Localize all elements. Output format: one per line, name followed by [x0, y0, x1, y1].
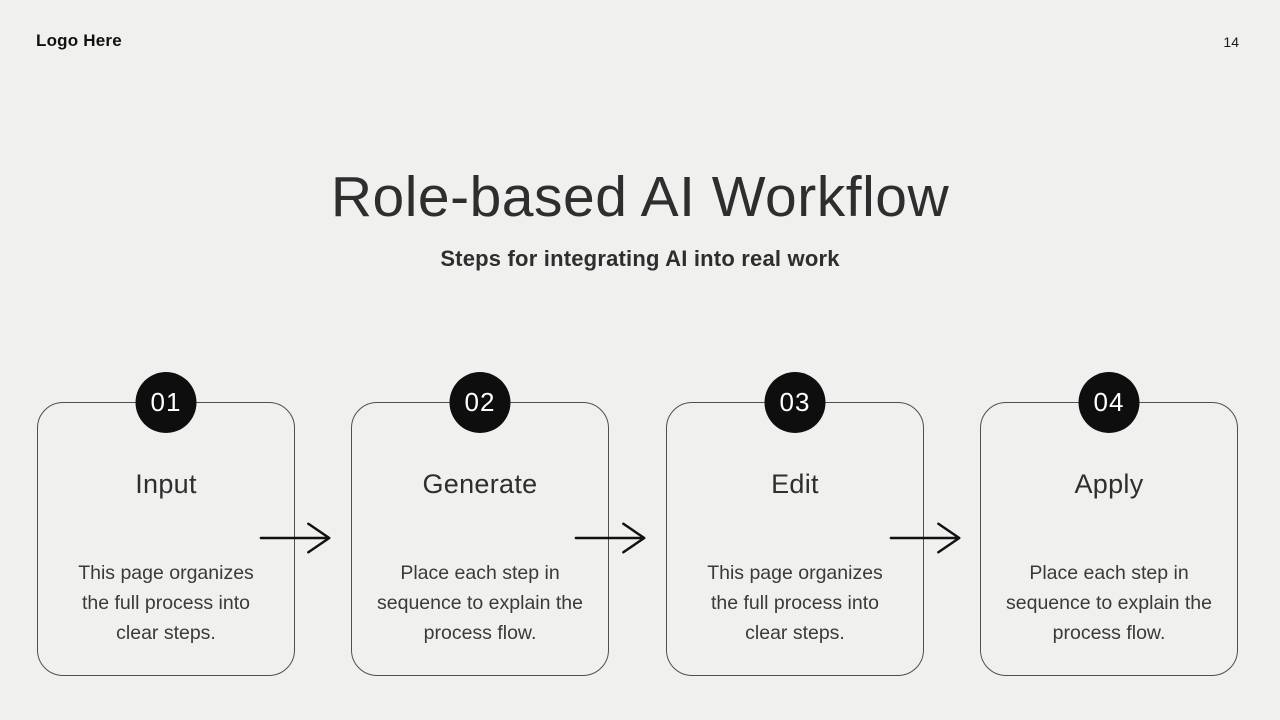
- step-card-edit: 03 Edit This page organizes the full pro…: [666, 372, 924, 676]
- step-number-badge: 01: [135, 372, 197, 433]
- step-number-badge: 03: [764, 372, 826, 433]
- step-description: This page organizes the full process int…: [707, 562, 883, 644]
- step-card-generate: 02 Generate Place each step in sequence …: [351, 372, 609, 676]
- step-description: Place each step in sequence to explain t…: [377, 562, 583, 644]
- flow-arrow-icon: [257, 519, 335, 557]
- page-number: 14: [1223, 34, 1239, 50]
- step-number-badge: 04: [1078, 372, 1140, 433]
- step-description: This page organizes the full process int…: [78, 562, 254, 644]
- logo-placeholder: Logo Here: [36, 31, 122, 50]
- step-title: Apply: [1074, 469, 1144, 499]
- title-block: Role-based AI Workflow Steps for integra…: [0, 163, 1280, 273]
- step-card-apply: 04 Apply Place each step in sequence to …: [980, 372, 1238, 676]
- step-title: Generate: [422, 469, 538, 499]
- step-title: Input: [135, 469, 197, 499]
- step-number-badge: 02: [449, 372, 511, 433]
- flow-arrow-icon: [887, 519, 965, 557]
- step-card-input: 01 Input This page organizes the full pr…: [37, 372, 295, 676]
- slide-title: Role-based AI Workflow: [330, 165, 950, 229]
- step-description: Place each step in sequence to explain t…: [1006, 562, 1212, 644]
- step-title: Edit: [771, 469, 819, 499]
- flow-arrow-icon: [572, 519, 650, 557]
- slide-subtitle: Steps for integrating AI into real work: [440, 246, 840, 271]
